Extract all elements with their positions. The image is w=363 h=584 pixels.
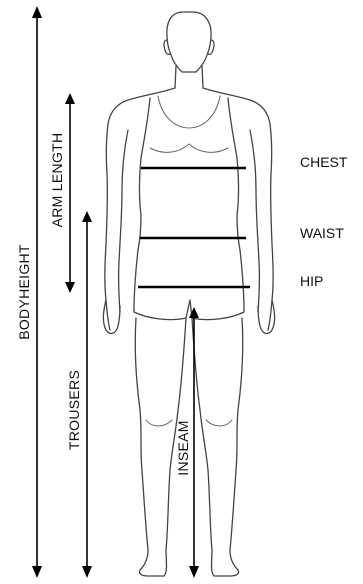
- body-figure: [103, 12, 274, 576]
- bodyheight-label: BODYHEIGHT: [16, 244, 32, 340]
- bodyheight-arrow: [32, 6, 42, 578]
- arm-length-arrow: [65, 93, 75, 293]
- trousers-label: TROUSERS: [66, 370, 82, 450]
- trousers-arrow: [82, 211, 92, 578]
- inseam-label: INSEAM: [175, 420, 191, 475]
- hip-label: HIP: [300, 273, 323, 289]
- arm-length-label: ARM LENGTH: [49, 133, 65, 228]
- chest-label: CHEST: [300, 154, 348, 170]
- waist-label: WAIST: [300, 225, 344, 241]
